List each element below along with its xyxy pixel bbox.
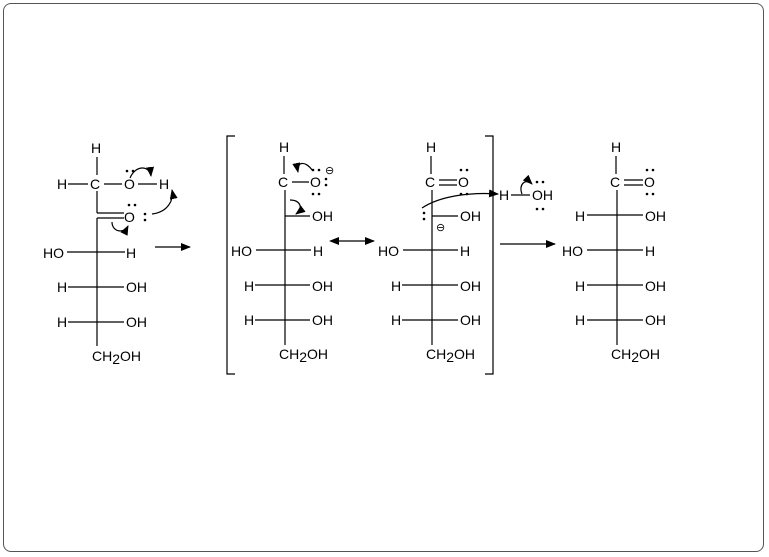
resonance-structure-a: H C O ⊖ OH HO H H OH H OH CH2OH xyxy=(231,139,334,365)
atom-h: H xyxy=(575,278,585,294)
atom-ch2oh: CH2OH xyxy=(426,346,475,365)
atom-c: C xyxy=(90,176,100,192)
atom-ho: HO xyxy=(562,243,583,259)
atom-h: H xyxy=(57,176,67,192)
reactant-structure: H H C O H O HO H H OH H OH CH2OH xyxy=(43,140,178,367)
resonance-structure-b: H C O OH ⊖ HO H H OH H OH CH2OH xyxy=(378,139,499,365)
atom-h: H xyxy=(426,139,436,155)
atom-c: C xyxy=(425,174,435,190)
right-bracket xyxy=(485,135,494,375)
atom-c: C xyxy=(278,174,288,190)
atom-oh: OH xyxy=(126,279,147,295)
atom-oh: OH xyxy=(460,278,481,294)
atom-ho: HO xyxy=(231,243,252,259)
atom-oh: OH xyxy=(312,278,333,294)
atom-h: H xyxy=(313,243,323,259)
curved-arrow xyxy=(151,189,178,215)
curved-arrow xyxy=(289,199,306,215)
product-structure: H C O H OH HO H H OH H OH CH2OH xyxy=(562,139,666,365)
atom-h: H xyxy=(391,312,401,328)
atom-o: O xyxy=(310,174,321,190)
atom-oh: OH xyxy=(460,312,481,328)
atom-h: H xyxy=(575,312,585,328)
curved-arrow xyxy=(421,189,499,209)
atom-o: O xyxy=(124,176,135,192)
atom-h: H xyxy=(460,243,470,259)
atom-h: H xyxy=(244,312,254,328)
atom-h: H xyxy=(391,278,401,294)
atom-h: H xyxy=(244,278,254,294)
negative-charge: ⊖ xyxy=(436,222,445,234)
atom-h: H xyxy=(611,139,621,155)
atom-h: H xyxy=(57,314,67,330)
atom-oh: OH xyxy=(312,312,333,328)
atom-oh: OH xyxy=(645,208,666,224)
atom-o: O xyxy=(124,209,135,225)
left-bracket xyxy=(226,135,235,375)
atom-ho: HO xyxy=(43,245,64,261)
atom-h: H xyxy=(91,140,101,156)
atom-h: H xyxy=(645,243,655,259)
atom-h: H xyxy=(279,139,289,155)
figure-frame xyxy=(3,3,764,552)
atom-ch2oh: CH2OH xyxy=(92,348,141,367)
water-molecule: H OH xyxy=(499,174,553,211)
atom-h: H xyxy=(575,208,585,224)
atom-h: H xyxy=(499,187,509,203)
atom-oh: OH xyxy=(312,208,333,224)
curved-arrow xyxy=(111,221,129,236)
atom-oh: OH xyxy=(460,208,481,224)
atom-oh: OH xyxy=(645,312,666,328)
atom-o: O xyxy=(644,174,655,190)
curved-arrow xyxy=(292,162,313,173)
curved-arrow xyxy=(129,166,155,179)
atom-oh: OH xyxy=(532,187,553,203)
atom-oh: OH xyxy=(126,314,147,330)
atom-c: C xyxy=(610,174,620,190)
curved-arrow xyxy=(520,174,533,195)
negative-charge: ⊖ xyxy=(325,165,334,177)
atom-o: O xyxy=(458,174,469,190)
atom-h: H xyxy=(57,279,67,295)
atom-ch2oh: CH2OH xyxy=(279,346,328,365)
atom-oh: OH xyxy=(645,278,666,294)
atom-ho: HO xyxy=(378,243,399,259)
atom-ch2oh: CH2OH xyxy=(611,346,660,365)
atom-h: H xyxy=(126,245,136,261)
atom-h: H xyxy=(159,176,169,192)
